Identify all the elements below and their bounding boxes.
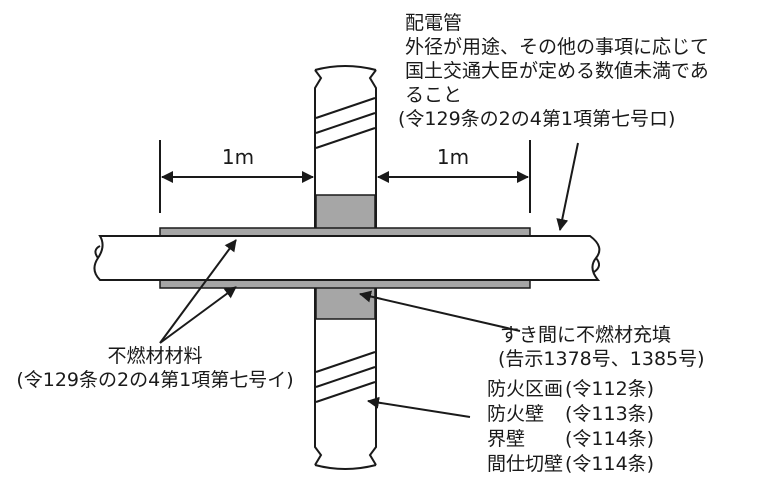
wall-type-ref: (令112条) [565,378,654,400]
wall-type-name: 間仕切壁 [487,453,563,475]
noncombustible-label: 不燃材材料 (令129条の2の4第1項第七号イ) [16,345,293,391]
pipe-label-title: 配電管 [405,12,462,34]
gap-fill-arrow [359,290,521,332]
wall-leader-arrow [367,396,471,418]
noncombustible-arrow-top [159,239,237,344]
wall-hatch [315,381,376,403]
noncombustible-arrow-bottom [159,286,237,344]
dim-label-left: 1m [222,145,254,169]
pipe-label: 配電管 外径が用途、その他の事項に応じて 国土交通大臣が定める数値未満であ るこ… [398,12,709,130]
wall-type-name: 界壁 [487,428,525,450]
wall-bottom-break [314,464,377,470]
pipe [93,235,601,281]
pipe-label-reference: (令129条の2の4第1項第七号ロ) [398,108,675,130]
wall-types-list: 防火区画 (令112条) 防火壁 (令113条) 界壁 (令114条) 間仕切壁… [487,378,654,475]
wall-hatch [315,127,376,149]
pipe-body [93,235,601,281]
wall-type-ref: (令114条) [565,453,654,475]
pipe-leader-arrow [556,142,579,231]
wall-hatch [315,97,376,119]
noncombustible-reference: (令129条の2の4第1項第七号イ) [16,369,293,391]
gap-fill-title: すき間に不燃材充填 [500,324,671,346]
wall-hatch [315,351,376,373]
pipe-label-line: ること [405,84,462,106]
wall-type-ref: (令113条) [565,403,654,425]
pipe-left-break [94,245,101,259]
sleeve-bottom [159,279,531,289]
gap-fill-label: すき間に不燃材充填 (告示1378号、1385号) [498,324,705,370]
wall-hatch [315,112,376,134]
dim-label-right: 1m [437,145,469,169]
wall-hatch [315,366,376,388]
pipe-label-line: 国土交通大臣が定める数値未満であ [405,60,709,82]
sleeve-top [159,227,531,237]
pipe-label-line: 外径が用途、その他の事項に応じて [405,36,709,58]
gap-fill-reference: (告示1378号、1385号) [498,348,705,370]
wall-type-ref: (令114条) [565,428,654,450]
noncombustible-title: 不燃材材料 [107,345,202,367]
wall-type-name: 防火区画 [487,378,563,400]
wall-top-break [314,65,377,71]
pipe-right-break [593,257,600,273]
wall-type-name: 防火壁 [487,403,544,425]
